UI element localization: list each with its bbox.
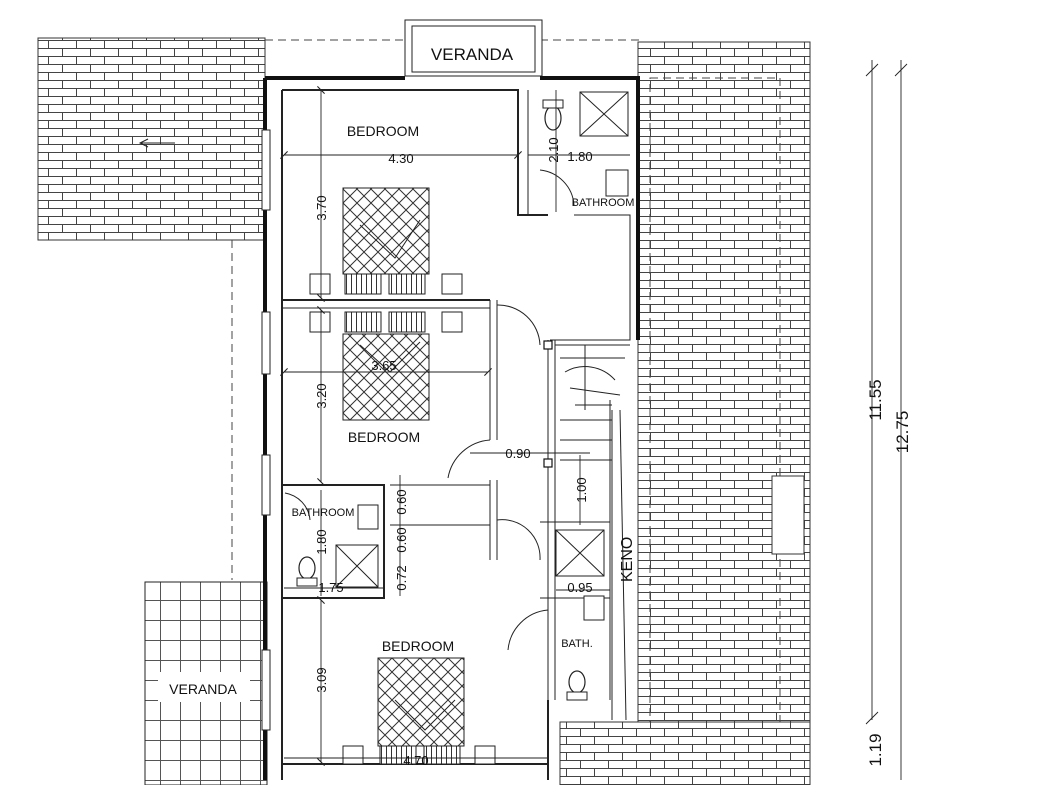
bathroom-top-label: BATHROOM [572, 197, 635, 209]
roof-bottom-strip [559, 721, 811, 785]
bed-top [309, 187, 463, 295]
dim-bath-left-seg-c: 0.72 [394, 565, 409, 590]
veranda-left: VERANDA [144, 581, 268, 785]
dim-bath-left-depth: 1.80 [314, 529, 329, 554]
dim-bedroom-bottom-depth: 3.09 [314, 667, 329, 692]
veranda-left-label: VERANDA [169, 681, 237, 697]
dim-bedroom-top-width: 4.30 [388, 151, 413, 166]
veranda-top: VERANDA [404, 19, 543, 77]
dim-bathroom-top-depth: 2.10 [546, 137, 561, 162]
dim-bedroom-middle-depth: 3.20 [314, 383, 329, 408]
bed-middle [309, 311, 463, 421]
bath-small-label: BATH. [561, 638, 593, 650]
dim-overall-inner: 11.55 [866, 379, 885, 420]
walls [261, 76, 640, 780]
dimension-lines [280, 60, 908, 780]
bathroom-top-fixtures [542, 91, 629, 197]
dim-bath-small-width: 0.95 [567, 580, 592, 595]
roof-right [637, 41, 811, 781]
dim-bedroom-bottom-width: 4.70 [403, 753, 428, 768]
dim-bath-left-seg-a: 0.60 [394, 489, 409, 514]
dim-bath-left-seg-b: 0.60 [394, 527, 409, 552]
bathroom-left-fixtures [296, 504, 379, 588]
bedroom-middle-label: BEDROOM [348, 429, 420, 445]
roof-left [37, 37, 266, 241]
dim-bath-left-width: 1.75 [318, 580, 343, 595]
veranda-top-label: VERANDA [431, 45, 514, 64]
staircase [555, 344, 630, 721]
dim-hall-width: 0.90 [505, 446, 530, 461]
dim-bathroom-top-width: 1.80 [567, 149, 592, 164]
dim-overall-segment: 1.19 [866, 733, 885, 766]
void-label: KENO [619, 537, 636, 582]
bedroom-bottom-label: BEDROOM [382, 638, 454, 654]
door-swings [284, 169, 575, 651]
bathroom-left-label: BATHROOM [292, 507, 355, 519]
bath-small-fixtures [555, 529, 605, 701]
dim-bedroom-middle-width: 3.65 [371, 358, 396, 373]
dim-overall-total: 12.75 [893, 411, 912, 454]
dim-hall-depth: 1.00 [574, 477, 589, 502]
bed-bottom [342, 657, 496, 765]
dim-bedroom-top-depth: 3.70 [314, 195, 329, 220]
bedroom-top-label: BEDROOM [347, 123, 419, 139]
